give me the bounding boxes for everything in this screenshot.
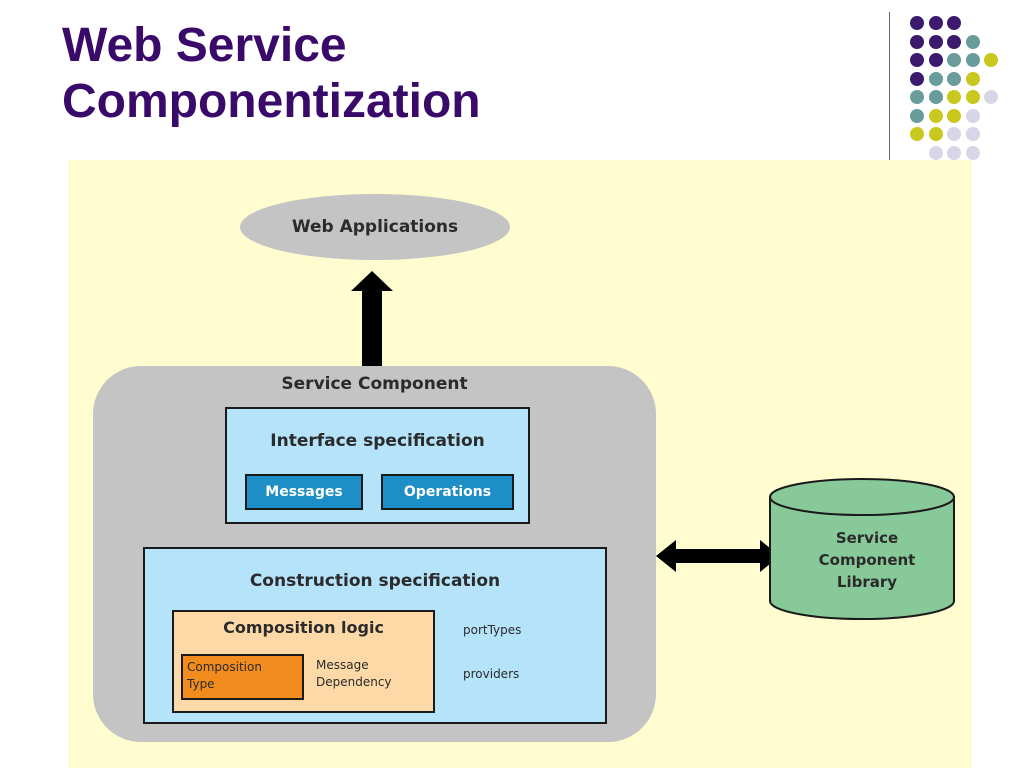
web-applications-label: Web Applications: [291, 217, 459, 237]
decorative-dot: [928, 34, 943, 49]
decorative-dot: [910, 127, 924, 141]
decorative-dot: [910, 108, 924, 123]
decorative-dot: [965, 90, 980, 104]
interface-specification-label: Interface specification: [270, 431, 485, 451]
decorative-dot: [947, 16, 961, 30]
library-line-1: Service: [835, 529, 899, 547]
decorative-dot: [928, 90, 943, 104]
message-dependency-label: Message Dependency: [316, 657, 392, 691]
service-component-library-label: Service Component Library: [772, 527, 962, 593]
message-dependency-line-1: Message: [316, 658, 369, 672]
operations-box: Operations: [381, 474, 514, 510]
decorative-dot: [910, 90, 924, 104]
title-line-2: Componentization: [62, 75, 481, 128]
web-applications-ellipse: [240, 194, 510, 260]
composition-type-box: Composition Type: [181, 654, 304, 700]
providers-label: providers: [463, 667, 520, 681]
construction-specification-label: Construction specification: [249, 571, 501, 591]
decorative-dot: [947, 53, 961, 67]
up-arrow: [351, 271, 393, 366]
decorative-dot: [910, 16, 924, 30]
decorative-dot: [947, 90, 961, 104]
port-types-label: portTypes: [463, 623, 522, 637]
slide-title: Web Service Componentization: [62, 18, 481, 130]
decorative-dot: [947, 71, 961, 86]
decorative-dot: [947, 127, 961, 141]
decorative-dot: [947, 108, 961, 123]
composition-type-line-1: Composition: [187, 660, 262, 674]
decorative-dot: [984, 53, 998, 67]
library-line-2: Component: [818, 551, 916, 569]
decorative-dot: [965, 127, 980, 141]
title-divider: [889, 12, 890, 162]
composition-type-line-2: Type: [187, 677, 215, 691]
decorative-dot: [928, 127, 943, 141]
decorative-dot: [910, 71, 924, 86]
title-line-1: Web Service: [62, 19, 347, 72]
decorative-dot: [965, 108, 980, 123]
composition-logic-label: Composition logic: [223, 618, 384, 637]
decorative-dot: [928, 16, 943, 30]
decorative-dot: [965, 71, 980, 86]
decorative-dot: [984, 90, 998, 104]
message-dependency-line-2: Dependency: [316, 675, 392, 689]
service-component-label: Service Component: [281, 374, 468, 394]
library-line-3: Library: [836, 573, 898, 591]
decorative-dot: [928, 108, 943, 123]
decorative-dot: [965, 145, 980, 160]
diagram-shapes: [240, 194, 955, 620]
decorative-dot: [965, 53, 980, 67]
messages-box: Messages: [245, 474, 363, 510]
decorative-dot: [947, 145, 961, 160]
double-arrow: [656, 540, 780, 572]
decorative-dot: [965, 34, 980, 49]
decorative-dot: [910, 53, 924, 67]
library-cylinder: [769, 478, 955, 620]
decorative-dot: [947, 34, 961, 49]
decorative-dot: [928, 71, 943, 86]
decorative-dot: [928, 53, 943, 67]
decorative-dot: [910, 34, 924, 49]
decorative-dot: [928, 145, 943, 160]
